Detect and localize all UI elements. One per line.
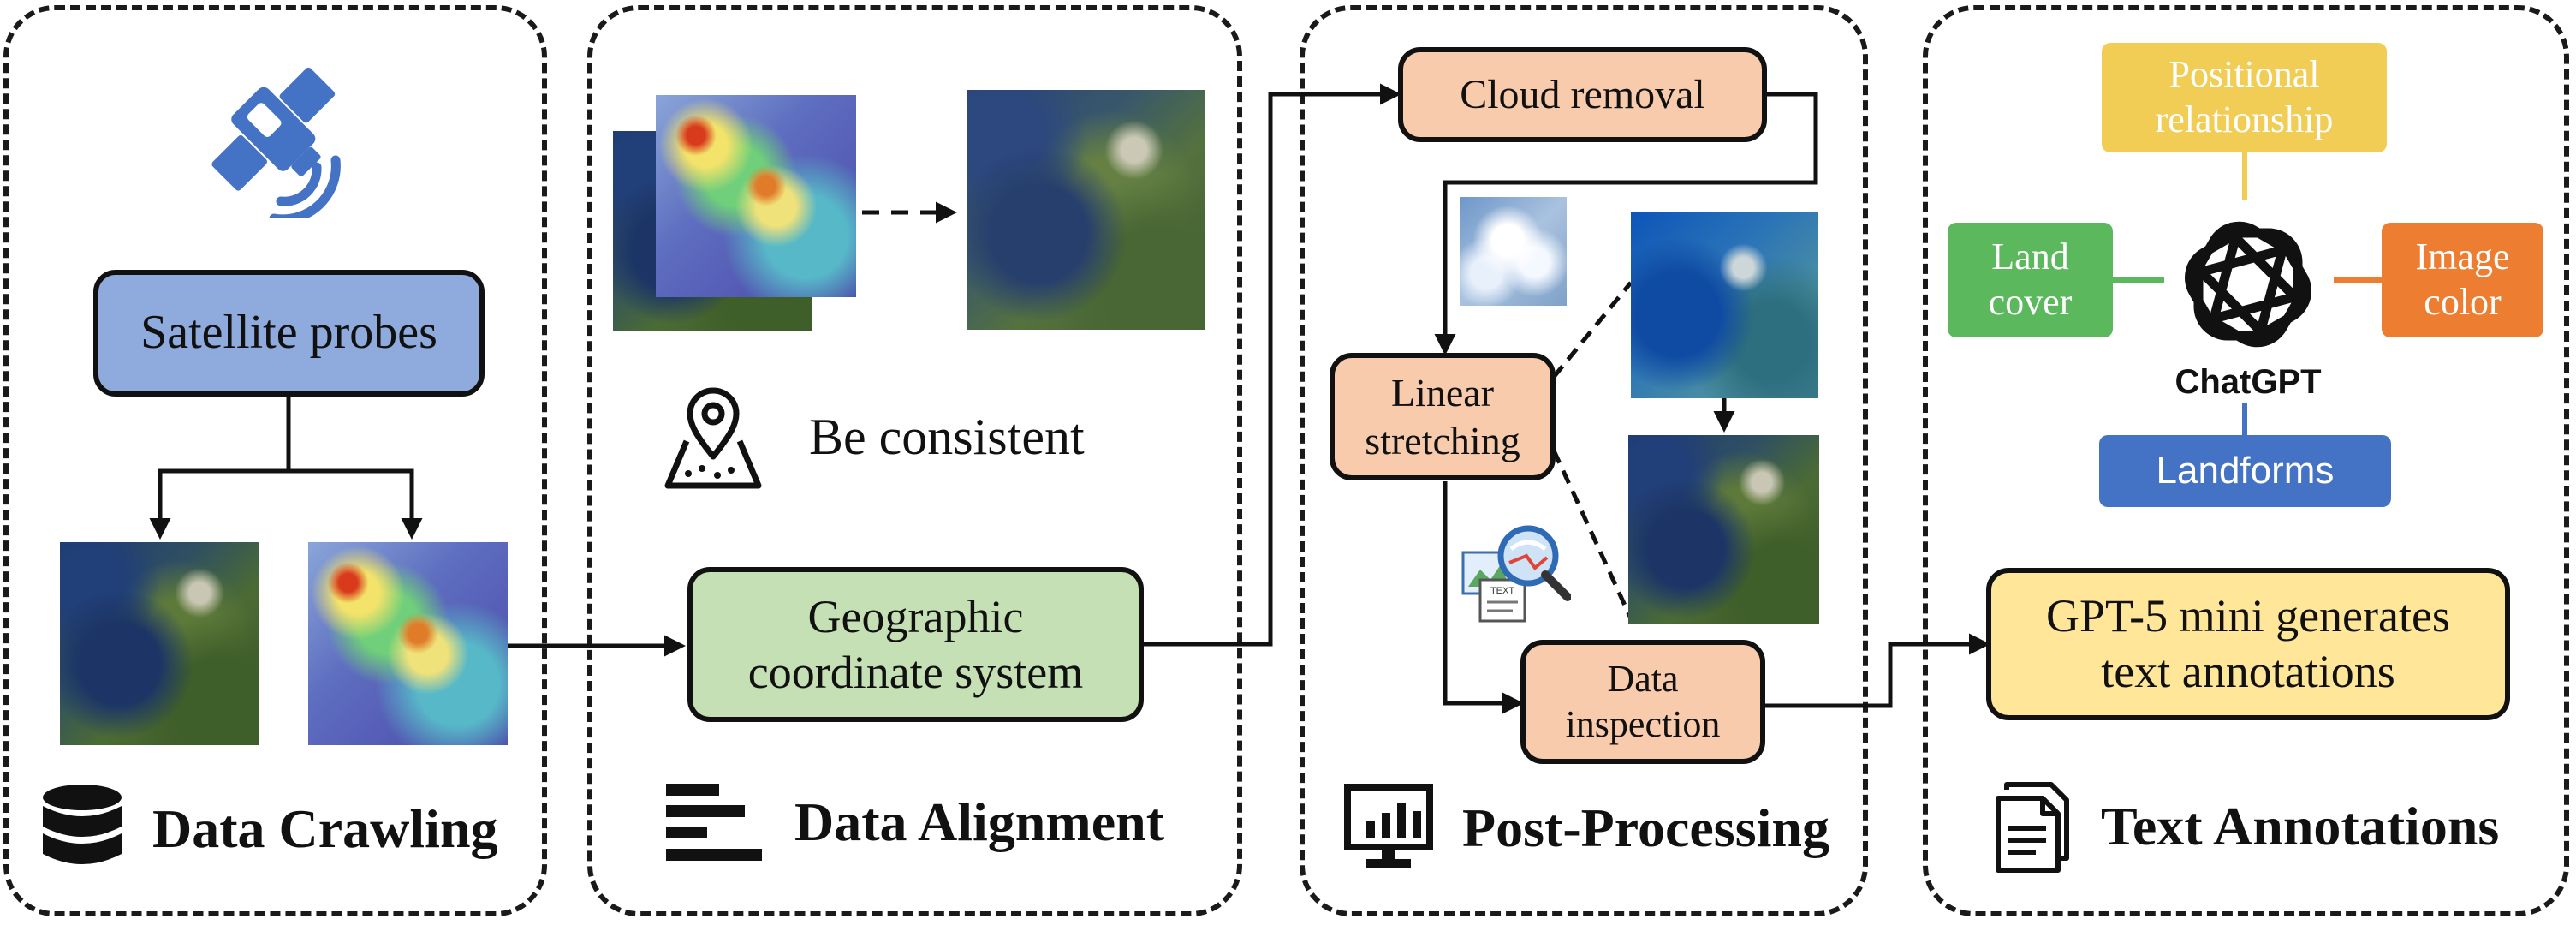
satellite-icon <box>211 67 341 218</box>
arrow-inspect-to-gpt <box>1765 633 1990 708</box>
chatgpt-logo-icon <box>2185 221 2311 348</box>
image-color-box: Image color <box>2382 223 2543 337</box>
gpt-line2: text annotations <box>2101 646 2395 697</box>
geographic-coordinate-box: Geographic coordinate system <box>687 567 1144 722</box>
dem-image-crawl <box>308 542 508 745</box>
cloud-removal-box: Cloud removal <box>1398 47 1767 142</box>
image-line2: color <box>2424 281 2502 323</box>
geo-box-line1: Geographic <box>807 590 1024 642</box>
cloud-image <box>1460 197 1567 306</box>
chatgpt-label: ChatGPT <box>2174 363 2322 401</box>
landforms-label: Landforms <box>2156 449 2335 492</box>
footer-title-crawling: Data Crawling <box>152 798 498 859</box>
panel-data-crawling <box>3 5 547 916</box>
arrow-linear-to-inspect <box>1443 481 1524 714</box>
gpt-annotation-box: GPT-5 mini generates text annotations <box>1986 568 2510 720</box>
footer-text-annotations: Text Annotations <box>1995 779 2499 874</box>
panel-text-annotations <box>1923 5 2569 916</box>
inspect-line1: Data <box>1607 657 1679 700</box>
positional-line1: Positional <box>2168 53 2320 96</box>
landforms-box: Landforms <box>2099 435 2391 507</box>
database-icon <box>43 785 122 864</box>
align-bars-icon <box>666 784 762 861</box>
footer-post-processing: Post-Processing <box>1344 784 1829 873</box>
linear-line1: Linear <box>1390 371 1495 415</box>
stretched-image-bottom <box>1628 435 1819 624</box>
satellite-image-crawl <box>60 542 259 745</box>
land-line1: Land <box>1991 236 2069 278</box>
positional-line2: relationship <box>2155 98 2334 140</box>
data-inspection-box: Data inspection <box>1520 640 1765 764</box>
split-connector-right <box>289 468 423 540</box>
gpt-line1: GPT-5 mini generates <box>2046 590 2450 642</box>
panel-post-processing <box>1300 5 1868 916</box>
inspection-text-tag: TEXT <box>1490 586 1514 596</box>
land-cover-box: Land cover <box>1948 223 2113 337</box>
positional-relationship-box: Positional relationship <box>2102 43 2387 152</box>
footer-title-alignment: Data Alignment <box>794 791 1164 852</box>
aligned-image <box>967 90 1205 330</box>
footer-title-post: Post-Processing <box>1462 797 1829 858</box>
footer-data-crawling: Data Crawling <box>41 784 498 874</box>
arrow-geo-to-cloud <box>1144 83 1401 647</box>
footer-title-text: Text Annotations <box>2101 796 2500 856</box>
land-line2: cover <box>1988 281 2073 323</box>
monitor-chart-icon <box>1344 784 1433 868</box>
cloud-removal-label: Cloud removal <box>1460 71 1705 117</box>
satellite-probes-box: Satellite probes <box>93 270 485 397</box>
linear-stretching-box: Linear stretching <box>1330 353 1556 480</box>
image-line1: Image <box>2415 236 2510 278</box>
zoom-line-bottom <box>1551 449 1633 620</box>
inspection-magnifier-icon: TEXT <box>1461 525 1571 623</box>
inspect-line2: inspection <box>1565 702 1721 745</box>
satellite-probes-label: Satellite probes <box>140 306 437 360</box>
zoom-line-top <box>1552 281 1633 379</box>
stretched-image-top <box>1631 212 1818 398</box>
panel-data-alignment <box>587 5 1242 916</box>
split-connector <box>149 396 291 540</box>
arrow-cloud-to-linear <box>1434 92 1818 355</box>
dem-image-front <box>656 95 856 297</box>
linear-line2: stretching <box>1365 418 1520 462</box>
be-consistent-label: Be consistent <box>809 409 1085 465</box>
footer-data-alignment: Data Alignment <box>664 784 1164 861</box>
document-icon <box>1996 782 2069 873</box>
map-pin-icon <box>664 387 762 489</box>
geo-box-line2: coordinate system <box>747 646 1084 698</box>
